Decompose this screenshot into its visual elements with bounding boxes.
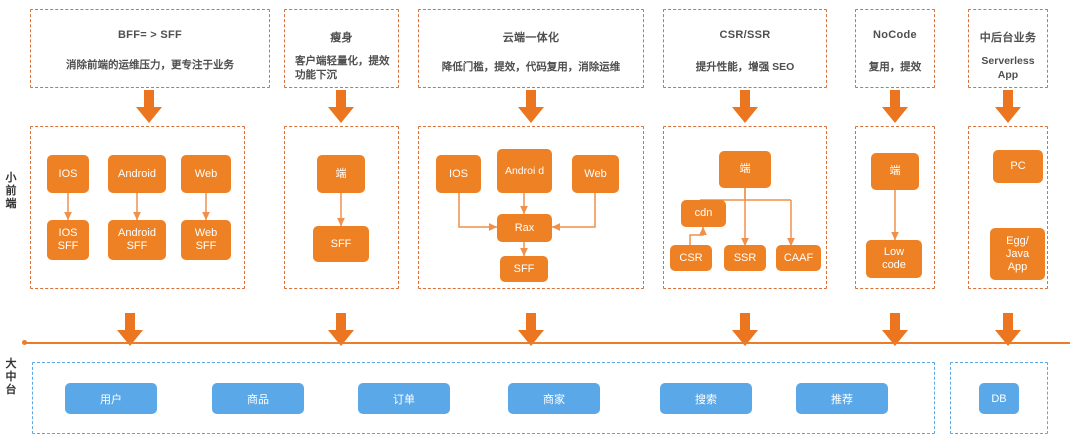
down-arrow-bff-sff bbox=[135, 90, 163, 124]
caption-title-bff-sff: BFF= > SFF bbox=[117, 29, 183, 41]
down-arrow-nocode bbox=[881, 90, 909, 124]
down-arrow-platform-3 bbox=[517, 313, 545, 347]
down-arrow-platform-6 bbox=[994, 313, 1022, 347]
caption-title-nocode: NoCode bbox=[873, 29, 917, 41]
service-node-order[interactable]: 订单 bbox=[358, 383, 450, 414]
group-box-slim[interactable] bbox=[284, 126, 399, 289]
node-ios-sff[interactable]: IOS SFF bbox=[47, 220, 89, 260]
node-web-sff[interactable]: Web SFF bbox=[181, 220, 231, 260]
caption-box-mid-back-office[interactable]: 中后台业务 Serverless App bbox=[968, 9, 1048, 88]
service-node-product[interactable]: 商品 bbox=[212, 383, 304, 414]
node-nocode-duan-label: 端 bbox=[889, 165, 901, 177]
node-android-label: Android bbox=[118, 167, 156, 180]
caption-body-bff-sff: 消除前端的运维压力，更专注于业务 bbox=[66, 59, 234, 71]
node-pc-label: PC bbox=[1010, 160, 1026, 172]
node-android-sff[interactable]: Android SFF bbox=[108, 220, 166, 260]
node-cdn[interactable]: cdn bbox=[681, 200, 726, 227]
service-node-merchant-label: 商家 bbox=[543, 393, 565, 406]
caption-body-slim: 客户端轻量化，提效 功能下沉 bbox=[295, 55, 390, 81]
caption-body-csr-ssr: 提升性能，增强 SEO bbox=[695, 61, 795, 73]
service-node-order-label: 订单 bbox=[393, 393, 415, 406]
node-rax-label: Rax bbox=[514, 221, 535, 234]
node-slim-sff[interactable]: SFF bbox=[313, 226, 369, 262]
platform-services-box[interactable] bbox=[32, 362, 935, 434]
node-ios-sff-label: IOS SFF bbox=[57, 227, 79, 252]
down-arrow-platform-2 bbox=[327, 313, 355, 347]
caption-box-cloud-integration[interactable]: 云端一体化 降低门槛，提效，代码复用，消除运维 bbox=[418, 9, 644, 88]
node-cloud-android[interactable]: Androi d bbox=[497, 149, 552, 193]
caption-body-nocode: 复用，提效 bbox=[868, 61, 922, 73]
node-web-label: Web bbox=[194, 167, 218, 180]
rail-label-front-end-text: 小前端 bbox=[5, 172, 17, 210]
node-cloud-web[interactable]: Web bbox=[572, 155, 619, 193]
caption-title-cloud-integration: 云端一体化 bbox=[502, 32, 560, 44]
node-csr[interactable]: CSR bbox=[670, 245, 712, 271]
caption-box-csr-ssr[interactable]: CSR/SSR 提升性能，增强 SEO bbox=[663, 9, 827, 88]
group-box-bff-sff[interactable] bbox=[30, 126, 245, 289]
node-android[interactable]: Android bbox=[108, 155, 166, 193]
node-slim-duan[interactable]: 端 bbox=[317, 155, 365, 193]
down-arrow-csr-ssr bbox=[731, 90, 759, 124]
node-cloud-ios[interactable]: IOS bbox=[436, 155, 481, 193]
node-cloud-sff[interactable]: SFF bbox=[500, 256, 548, 282]
service-node-user[interactable]: 用户 bbox=[65, 383, 157, 414]
node-cloud-sff-label: SFF bbox=[513, 262, 535, 275]
node-web[interactable]: Web bbox=[181, 155, 231, 193]
caption-title-csr-ssr: CSR/SSR bbox=[719, 29, 771, 41]
caption-title-mid-back-office: 中后台业务 bbox=[979, 32, 1037, 44]
node-cloud-web-label: Web bbox=[584, 167, 607, 180]
node-egg-java-app-label: Egg/ Java App bbox=[1005, 234, 1030, 273]
service-node-recommend-label: 推荐 bbox=[831, 393, 853, 406]
node-ssr-label: SSR bbox=[733, 251, 757, 264]
node-low-code[interactable]: Low code bbox=[866, 240, 922, 278]
node-nocode-duan[interactable]: 端 bbox=[871, 153, 919, 190]
node-rax[interactable]: Rax bbox=[497, 214, 552, 242]
node-ssr[interactable]: SSR bbox=[724, 245, 766, 271]
caption-body-mid-back-office: Serverless App bbox=[981, 55, 1035, 81]
caption-title-slim: 瘦身 bbox=[330, 32, 353, 44]
node-ios[interactable]: IOS bbox=[47, 155, 89, 193]
caption-box-bff-sff[interactable]: BFF= > SFF 消除前端的运维压力，更专注于业务 bbox=[30, 9, 270, 88]
service-node-search-label: 搜索 bbox=[695, 393, 717, 406]
down-arrow-platform-4 bbox=[731, 313, 759, 347]
node-csr-duan[interactable]: 端 bbox=[719, 151, 771, 188]
rail-label-middle-platform-text: 大中台 bbox=[5, 358, 17, 396]
divider-line bbox=[24, 342, 1070, 344]
node-pc[interactable]: PC bbox=[993, 150, 1043, 183]
down-arrow-slim bbox=[327, 90, 355, 124]
node-cdn-label: cdn bbox=[694, 207, 713, 219]
service-node-merchant[interactable]: 商家 bbox=[508, 383, 600, 414]
node-slim-duan-label: 端 bbox=[335, 167, 347, 180]
service-node-search[interactable]: 搜索 bbox=[660, 383, 752, 414]
storage-node-db-label: DB bbox=[991, 392, 1007, 405]
down-arrow-cloud-integration bbox=[517, 90, 545, 124]
rail-label-front-end: 小前端 bbox=[4, 172, 18, 211]
caption-body-cloud-integration: 降低门槛，提效，代码复用，消除运维 bbox=[441, 61, 621, 73]
node-csr-duan-label: 端 bbox=[739, 163, 751, 175]
service-node-recommend[interactable]: 推荐 bbox=[796, 383, 888, 414]
caption-box-nocode[interactable]: NoCode 复用，提效 bbox=[855, 9, 935, 88]
node-slim-sff-label: SFF bbox=[330, 237, 352, 250]
down-arrow-platform-1 bbox=[116, 313, 144, 347]
caption-box-slim[interactable]: 瘦身 客户端轻量化，提效 功能下沉 bbox=[284, 9, 399, 88]
node-egg-java-app[interactable]: Egg/ Java App bbox=[990, 228, 1045, 280]
node-cloud-android-label: Androi d bbox=[504, 164, 545, 177]
rail-label-middle-platform: 大中台 bbox=[4, 358, 18, 397]
node-caaf[interactable]: CAAF bbox=[776, 245, 821, 271]
node-caaf-label: CAAF bbox=[783, 251, 814, 264]
node-low-code-label: Low code bbox=[882, 246, 906, 271]
node-cloud-ios-label: IOS bbox=[449, 167, 468, 180]
down-arrow-mid-back-office bbox=[994, 90, 1022, 124]
storage-node-db[interactable]: DB bbox=[979, 383, 1019, 414]
service-node-product-label: 商品 bbox=[247, 393, 269, 406]
node-web-sff-label: Web SFF bbox=[194, 227, 218, 252]
down-arrow-platform-5 bbox=[881, 313, 909, 347]
node-csr-label: CSR bbox=[679, 251, 703, 264]
service-node-user-label: 用户 bbox=[100, 393, 122, 406]
node-android-sff-label: Android SFF bbox=[118, 227, 156, 252]
node-ios-label: IOS bbox=[58, 167, 78, 180]
